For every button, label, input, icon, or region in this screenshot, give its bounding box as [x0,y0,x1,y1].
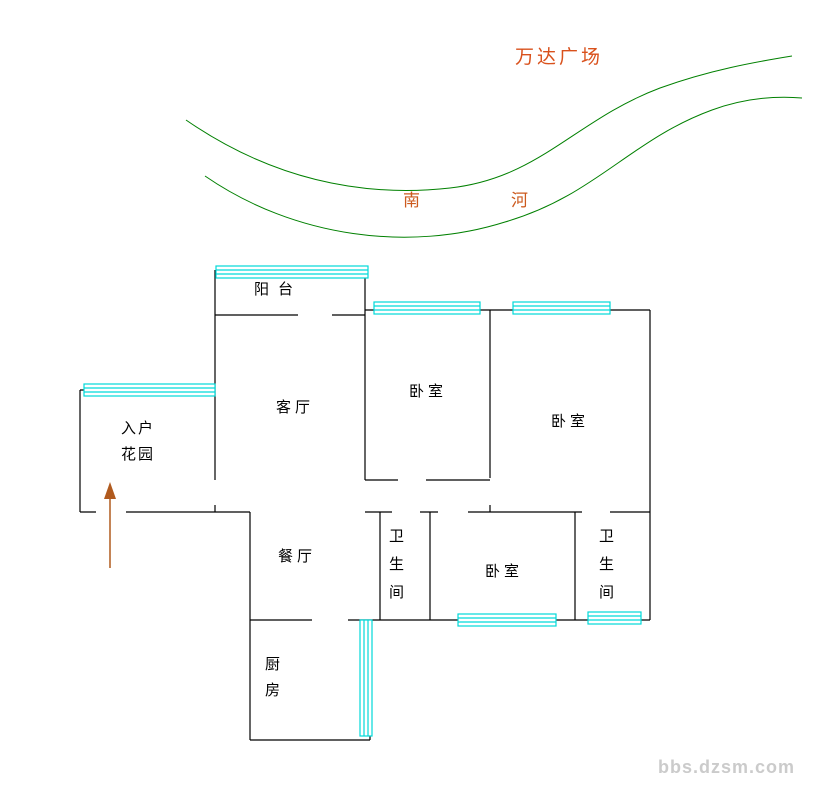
bathroom-right-char3: 间 [599,584,615,601]
window-bathroom-right-bottom [587,611,642,625]
river-top-bank [185,55,793,191]
bathroom-left-char2: 生 [389,556,405,573]
bathroom-right-char2: 生 [599,556,615,573]
entry-garden-label: 入户 花园 [121,416,155,468]
window-bedroom-top-right [512,301,611,315]
bedroom-top-right-label: 卧室 [551,413,590,430]
dining-room-label: 餐厅 [278,548,317,565]
entry-garden-label-line2: 花园 [121,446,156,463]
kitchen-label: 厨 房 [265,652,282,704]
entry-arrow [104,482,116,568]
balcony-label: 阳台 [254,281,303,298]
river-label-right: 河 [511,191,528,210]
bathroom-left-char3: 间 [389,584,405,601]
bathroom-left-char1: 卫 [389,528,405,545]
window-bedroom-bottom [457,613,557,627]
bedroom-bottom-middle-label: 卧室 [485,563,524,580]
window-balcony-top [215,265,369,279]
river-label-left: 南 [403,191,420,210]
walls [79,270,651,741]
window-kitchen-right [359,619,373,737]
plaza-label: 万达广场 [515,47,604,68]
river-bottom-bank [204,96,803,238]
window-entry-garden-top [83,383,216,397]
site-watermark: bbs.dzsm.com [658,757,796,777]
living-room-label: 客厅 [276,399,315,416]
river-curves [185,55,803,238]
bathroom-left-label: 卫 生 间 [389,523,404,607]
kitchen-label-line2: 房 [265,682,283,699]
bathroom-right-char1: 卫 [599,528,615,545]
window-bedroom-top-middle [373,301,481,315]
kitchen-label-line1: 厨 [265,656,283,673]
entry-garden-label-line1: 入户 [121,420,156,437]
bathroom-right-label: 卫 生 间 [599,523,614,607]
bedroom-top-middle-label: 卧室 [409,383,448,400]
